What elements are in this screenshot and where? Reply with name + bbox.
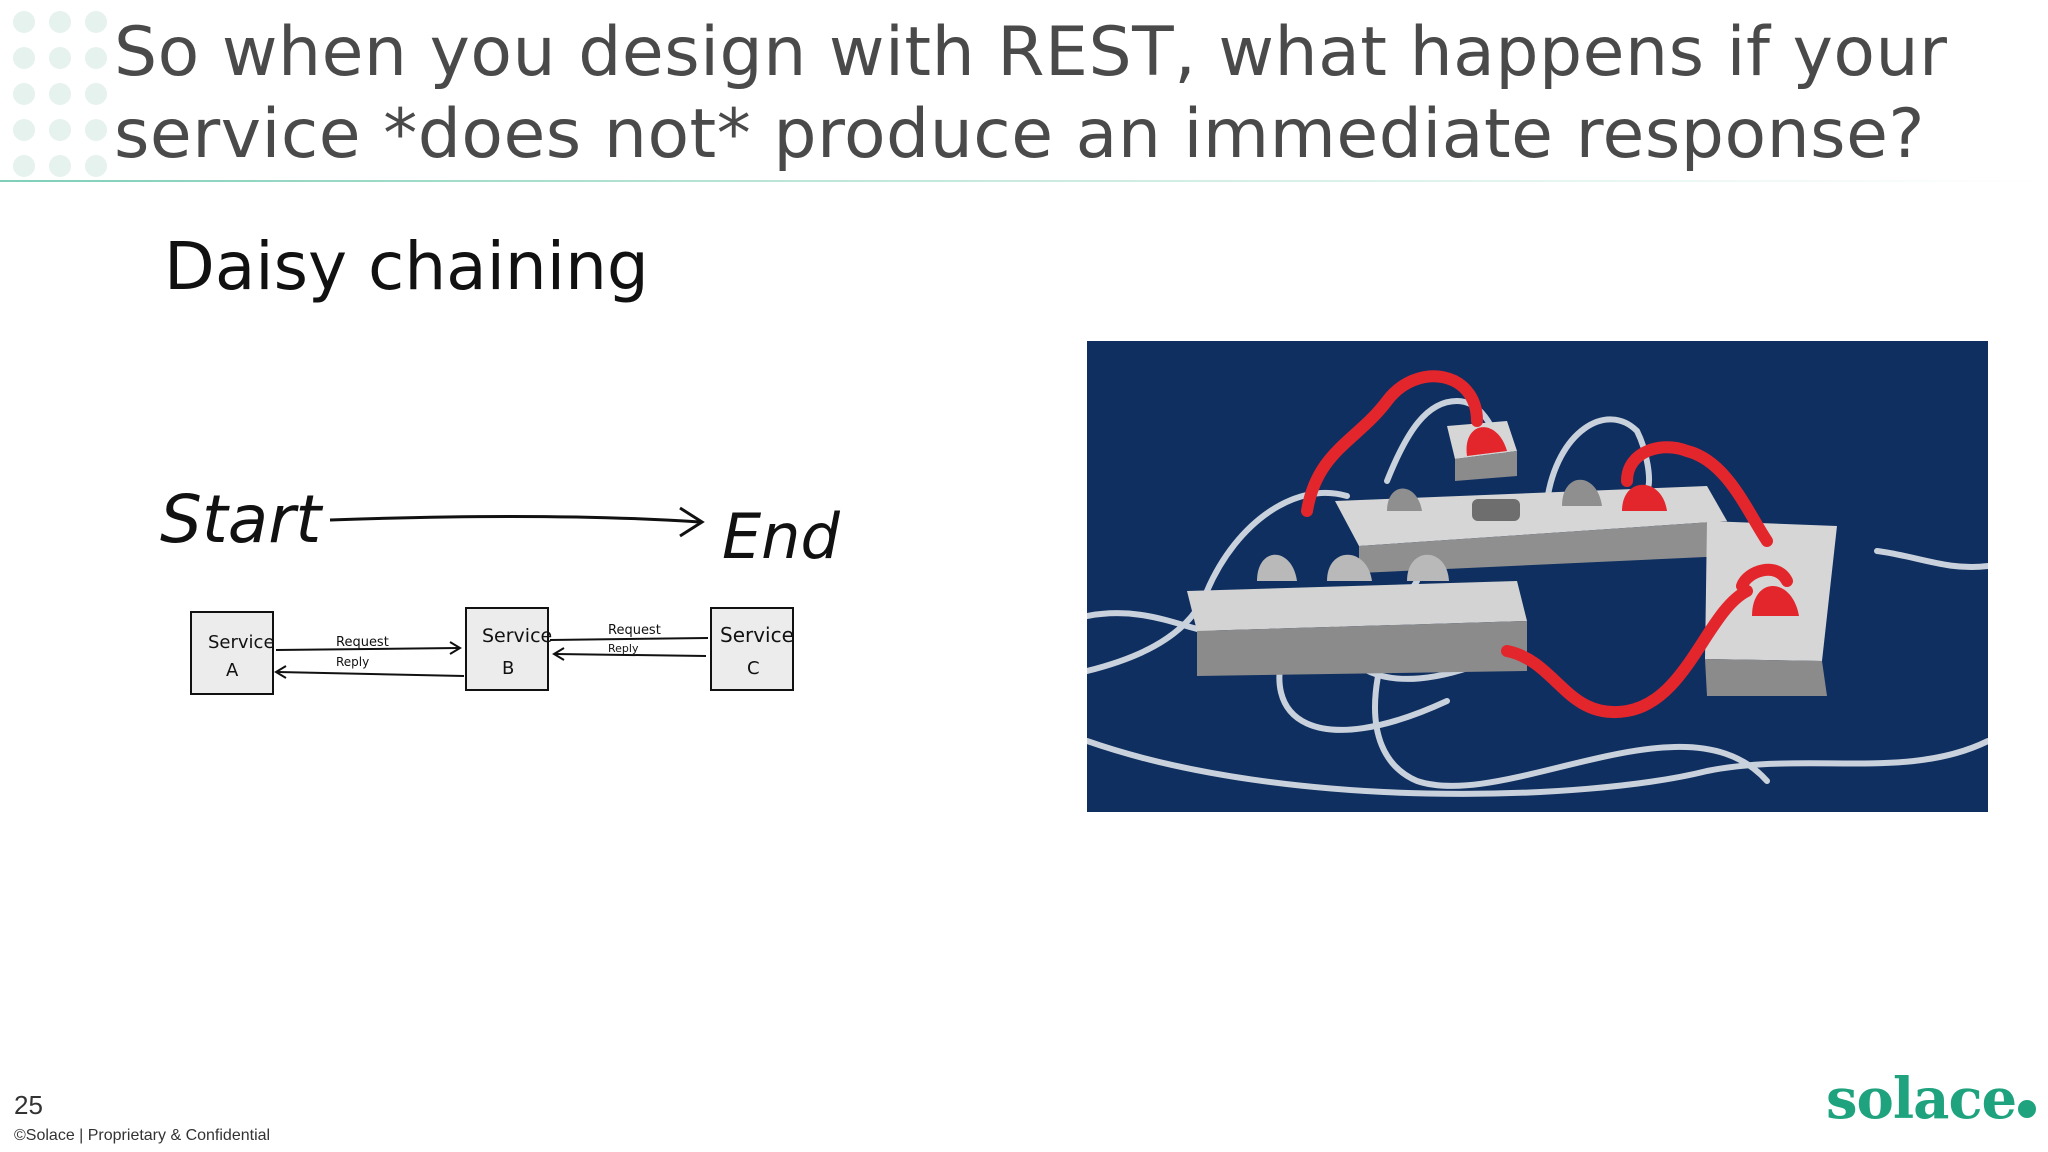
start-end-arrow <box>329 514 701 524</box>
end-label: End <box>722 500 840 573</box>
request-arrowhead-a-b <box>449 641 462 655</box>
request-label-a-b: Request <box>336 635 389 650</box>
reply-arrow-b-a <box>277 671 465 677</box>
service-a-label: Service <box>208 632 275 653</box>
reply-arrowhead-c-b <box>552 647 565 661</box>
daisy-chain-diagram: Start End Service A Service B Service C … <box>160 481 840 695</box>
service-b-box <box>465 607 549 691</box>
service-b-label: Service <box>482 625 552 647</box>
slide-subtitle: Daisy chaining <box>164 228 649 305</box>
reply-arrow-c-b <box>555 653 707 657</box>
start-label: Start <box>160 481 323 558</box>
title-divider <box>0 180 2048 182</box>
service-b-letter: B <box>502 658 514 679</box>
start-end-arrowhead <box>679 506 705 538</box>
power-strip-illustration <box>1087 341 1988 812</box>
footer-text: ©Solace | Proprietary & Confidential <box>14 1127 271 1144</box>
service-c-label: Service <box>720 623 794 647</box>
reply-label-b-a: Reply <box>336 655 369 669</box>
service-c-letter: C <box>747 658 760 679</box>
logo-text: solace <box>1826 1066 2017 1132</box>
service-c-box <box>710 607 794 691</box>
page-title: So when you design with REST, what happe… <box>114 12 1994 176</box>
service-a-letter: A <box>226 660 239 681</box>
title-line-2: service *does not* produce an immediate … <box>114 95 1926 174</box>
request-arrow-a-b <box>275 647 459 651</box>
request-label-b-c: Request <box>608 623 661 638</box>
request-arrow-b-c <box>549 637 709 641</box>
solace-logo: solace <box>1826 1066 2037 1132</box>
reply-label-c-b: Reply <box>608 642 639 655</box>
decorative-dots-icon <box>13 11 107 177</box>
service-a-box <box>190 611 274 695</box>
logo-dot-icon <box>2018 1100 2037 1118</box>
reply-arrowhead-b-a <box>274 665 287 679</box>
title-line-1: So when you design with REST, what happe… <box>114 13 1948 92</box>
page-number: 25 <box>14 1090 43 1120</box>
